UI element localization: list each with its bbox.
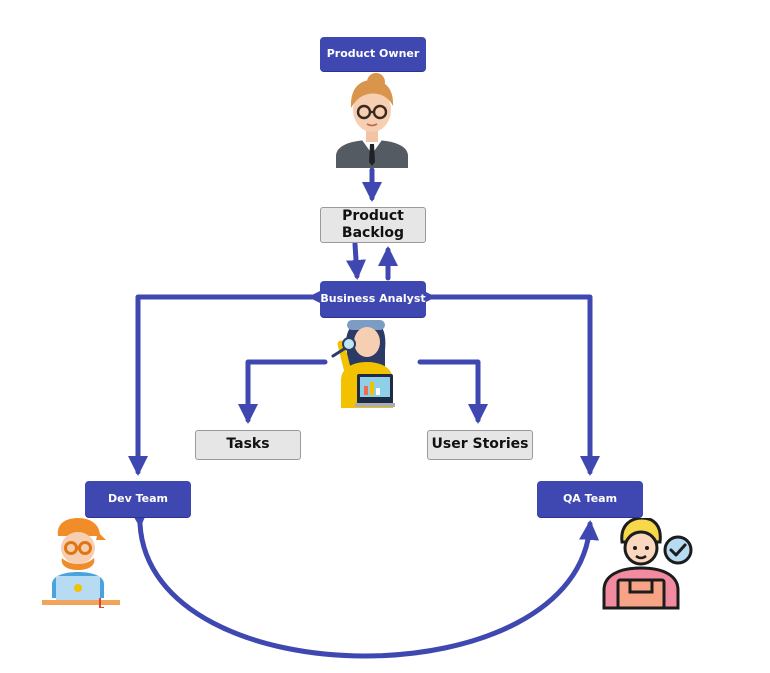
- product-owner-label: Product Owner: [326, 46, 420, 60]
- arrow-analyst-to-dev-team: [128, 287, 328, 476]
- arrow-dev-qa-loop: [129, 507, 600, 659]
- arrow-analyst-to-qa-team: [416, 287, 600, 476]
- businesswoman-avatar-icon: [336, 73, 408, 168]
- tasks-label: Tasks: [226, 436, 270, 453]
- product-owner-node: Product Owner: [320, 37, 426, 71]
- user-stories-node: User Stories: [427, 430, 533, 460]
- developer-with-laptop-icon: [42, 518, 120, 608]
- qa-tester-with-checkmark-icon: [602, 518, 693, 610]
- qa-team-label: QA Team: [562, 491, 618, 505]
- business-analyst-node: Business Analyst: [320, 281, 426, 317]
- user-stories-label: User Stories: [431, 436, 529, 453]
- product-backlog-label-line1: Product: [342, 207, 404, 224]
- dev-team-node: Dev Team: [85, 481, 191, 517]
- arrow-backlog-to-analyst: [346, 241, 366, 280]
- tasks-node: Tasks: [195, 430, 301, 460]
- qa-team-node: QA Team: [537, 481, 643, 517]
- product-backlog-node: Product Backlog: [320, 207, 426, 243]
- analyst-with-magnifier-icon: [331, 320, 395, 408]
- business-analyst-label: Business Analyst: [320, 291, 426, 305]
- arrow-analyst-to-tasks: [238, 359, 328, 424]
- arrow-analyst-to-user-stories: [417, 359, 488, 424]
- product-backlog-label-line2: Backlog: [341, 225, 405, 241]
- dev-team-label: Dev Team: [108, 491, 168, 505]
